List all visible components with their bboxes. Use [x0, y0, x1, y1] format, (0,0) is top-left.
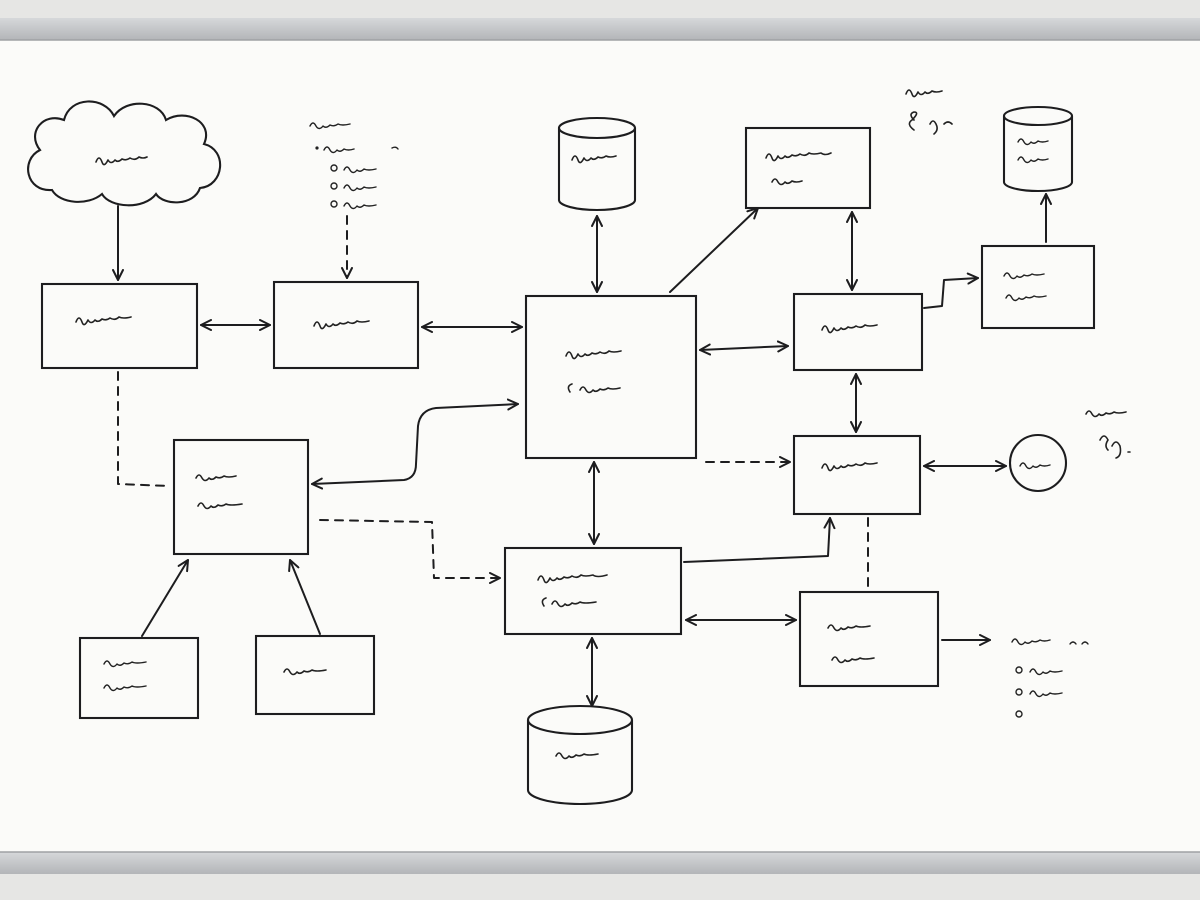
- board-surface: [0, 26, 1200, 870]
- note-list-top: [309, 122, 399, 210]
- edge-box-left-mid-box-center-bottom: [319, 519, 501, 584]
- note-top-right: [905, 89, 953, 135]
- hub-box: [524, 294, 698, 460]
- box-right-center: [792, 434, 922, 516]
- box-right-bottom: [798, 590, 940, 688]
- frame-top: [0, 18, 1200, 40]
- box-bottom-left-1: [78, 636, 200, 720]
- cloud-node: [27, 100, 222, 207]
- edge-box-left-top-box-left-mid: [117, 371, 171, 487]
- box-right-mid: [792, 292, 924, 372]
- box-center-bottom: [503, 546, 683, 636]
- note-list-bottom-right: [1011, 638, 1089, 718]
- note-right: [1085, 410, 1131, 459]
- db-top: [557, 116, 637, 212]
- edge-box-right-mid-box-far-right: [923, 272, 979, 309]
- node-circle: [1008, 433, 1068, 493]
- box-top-right: [744, 126, 872, 210]
- edge-hub-box-right-mid: [699, 340, 789, 356]
- db-bottom: [526, 704, 634, 806]
- box-left-mid: [172, 438, 310, 556]
- box-bottom-left-2: [254, 634, 376, 716]
- frame-bottom: [0, 852, 1200, 874]
- edge-box-bottom-left-1-box-left-mid: [141, 559, 189, 637]
- db-right: [1002, 105, 1074, 193]
- edge-hub-box-top-right: [669, 207, 759, 293]
- box-left-top: [40, 282, 199, 370]
- box-input: [272, 280, 420, 370]
- edge-box-center-bottom-box-right-center: [683, 517, 836, 563]
- box-far-right: [980, 244, 1096, 330]
- edge-box-bottom-left-2-box-left-mid: [288, 559, 321, 635]
- edge-box-left-mid-hub: [311, 398, 519, 490]
